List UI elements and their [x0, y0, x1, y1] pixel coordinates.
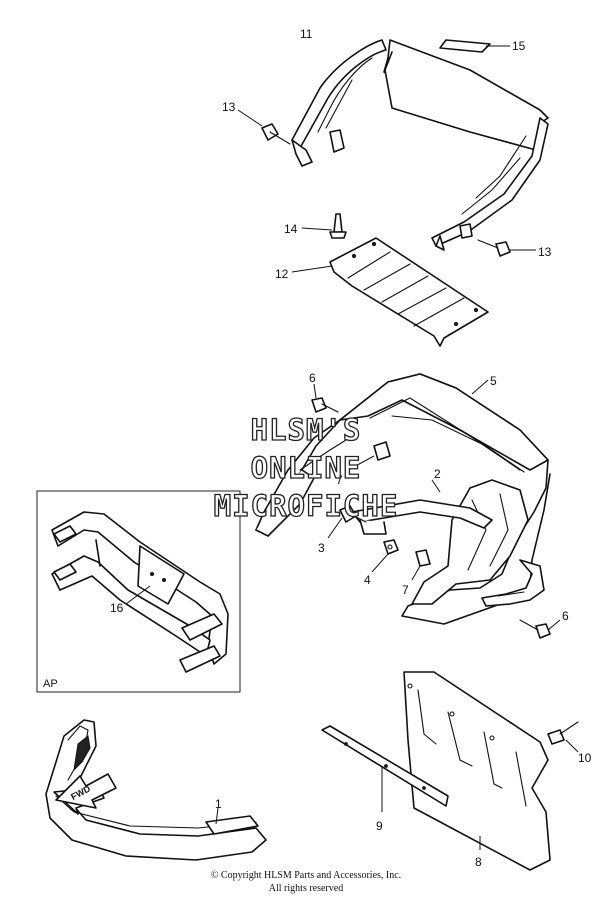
callout-3: 3 [318, 541, 325, 555]
part-11-rear-rack[interactable] [291, 39, 549, 251]
callout-9: 9 [376, 819, 383, 833]
part-6-bolt-upper[interactable] [311, 383, 339, 413]
callout-8: 8 [475, 855, 482, 869]
part-6-bolt-lower[interactable] [519, 619, 561, 639]
callout-10: 10 [578, 751, 592, 765]
part-5-rear-fender[interactable] [255, 373, 551, 625]
callout-12: 12 [275, 267, 289, 281]
part-2-support[interactable] [351, 479, 545, 607]
callout-15: 15 [512, 39, 526, 53]
callout-13-upper: 13 [222, 100, 236, 114]
inset-frame [36, 490, 241, 693]
watermark-line-3: MICROFICHE [214, 489, 399, 523]
part-1-front-bumper[interactable] [45, 719, 267, 861]
part-15-label[interactable] [439, 39, 510, 53]
watermark-line-2: ONLINE [251, 451, 362, 485]
part-16-guard[interactable] [51, 511, 229, 673]
watermark-line-1: HLSM'S [251, 413, 362, 447]
callout-11: 11 [300, 27, 313, 41]
callout-4: 4 [364, 573, 371, 587]
fwd-arrow-icon: FWD [53, 773, 117, 815]
part-7-clip-lower[interactable] [411, 549, 431, 581]
callout-6-upper: 6 [309, 371, 316, 385]
inset-label: AP [43, 678, 58, 690]
part-3-bolt[interactable] [327, 505, 367, 539]
part-9-strip[interactable] [321, 725, 449, 812]
callout-14: 14 [284, 222, 298, 236]
callout-5: 5 [490, 374, 497, 388]
part-13-bolt-right[interactable] [477, 239, 536, 257]
rights-text: All rights reserved [268, 883, 344, 894]
callout-2: 2 [434, 467, 441, 481]
callout-13-lower: 13 [538, 245, 552, 259]
part-12-plate[interactable] [291, 237, 489, 347]
part-8-mud-flap[interactable] [403, 671, 551, 871]
callout-7-upper: 7 [336, 473, 343, 487]
callout-7-lower: 7 [402, 583, 409, 597]
part-4-nut[interactable] [371, 539, 399, 573]
part-14-clip[interactable] [301, 213, 347, 239]
callout-16: 16 [110, 601, 124, 615]
callout-6-lower: 6 [562, 609, 569, 623]
part-7-clip-upper[interactable] [347, 441, 391, 471]
part-10-screw[interactable] [547, 721, 579, 753]
copyright-text: © Copyright HLSM Parts and Accessories, … [210, 870, 402, 881]
part-13-bolt-left[interactable] [237, 109, 291, 145]
callout-1: 1 [215, 797, 222, 811]
